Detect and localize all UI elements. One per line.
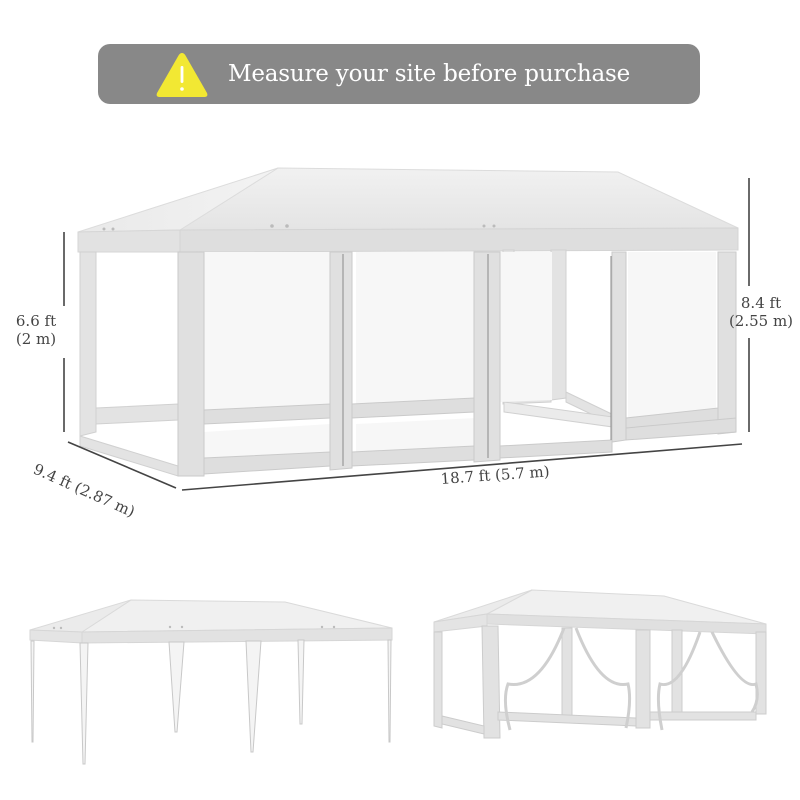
warning-banner: Measure your site before purchase <box>98 44 700 104</box>
bottom-left-gazebo <box>29 599 393 765</box>
dimension-lines <box>63 178 750 491</box>
front-height-label: 6.6 ft (2 m) <box>8 312 64 348</box>
front-height-ft: 6.6 ft <box>15 312 57 330</box>
total-height-label: 8.4 ft (2.55 m) <box>722 294 800 330</box>
main-gazebo <box>77 167 739 477</box>
total-height-ft: 8.4 ft <box>740 294 782 312</box>
bottom-right-gazebo <box>433 589 767 739</box>
total-height-m: (2.55 m) <box>728 312 794 330</box>
banner-text: Measure your site before purchase <box>228 61 631 87</box>
warning-triangle-icon <box>156 53 208 97</box>
front-height-m: (2 m) <box>15 330 57 348</box>
